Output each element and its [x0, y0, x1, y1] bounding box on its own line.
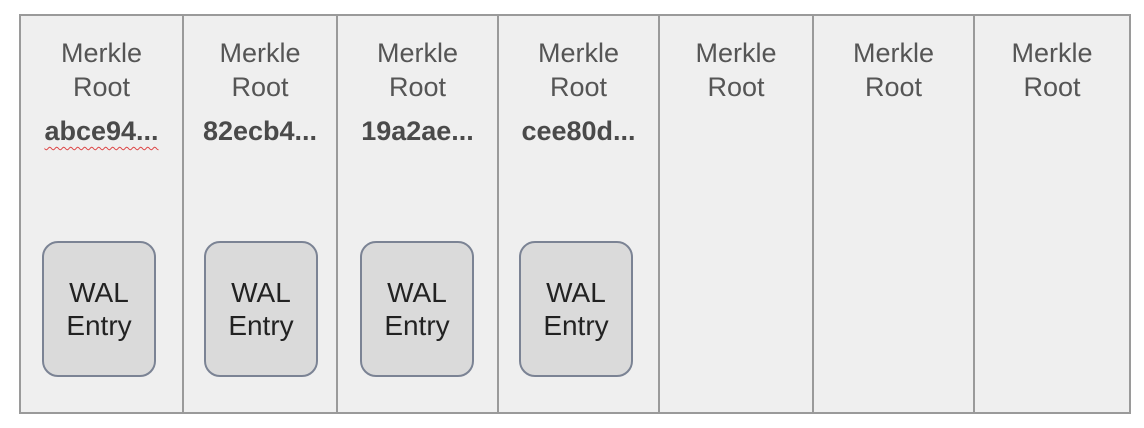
merkle-root-hash: 19a2ae... [361, 116, 474, 146]
wal-entry-box: WAL Entry [360, 241, 474, 377]
merkle-root-cell: Merkle Root 82ecb4... WAL Entry [182, 16, 336, 412]
merkle-root-title: Merkle Root [60, 38, 142, 102]
wal-entry-box: WAL Entry [519, 241, 633, 377]
merkle-root-strip: Merkle Root abce94... WAL Entry Merkle R… [19, 14, 1131, 414]
merkle-root-hash: cee80d... [521, 116, 636, 146]
merkle-root-title: Merkle Root [852, 38, 934, 102]
merkle-root-cell: Merkle Root 19a2ae... WAL Entry [336, 16, 497, 412]
merkle-root-cell: Merkle Root [973, 16, 1129, 412]
merkle-root-hash: abce94... [44, 116, 159, 146]
merkle-root-title: Merkle Root [1011, 38, 1093, 102]
merkle-root-title: Merkle Root [537, 38, 619, 102]
merkle-root-title: Merkle Root [219, 38, 301, 102]
merkle-root-title: Merkle Root [376, 38, 458, 102]
merkle-root-title: Merkle Root [695, 38, 777, 102]
wal-entry-box: WAL Entry [204, 241, 318, 377]
merkle-root-hash: 82ecb4... [202, 116, 318, 146]
merkle-root-cell: Merkle Root [658, 16, 812, 412]
merkle-root-cell: Merkle Root [812, 16, 973, 412]
wal-entry-box: WAL Entry [42, 241, 156, 377]
merkle-root-cell: Merkle Root abce94... WAL Entry [21, 16, 182, 412]
merkle-root-cell: Merkle Root cee80d... WAL Entry [497, 16, 658, 412]
